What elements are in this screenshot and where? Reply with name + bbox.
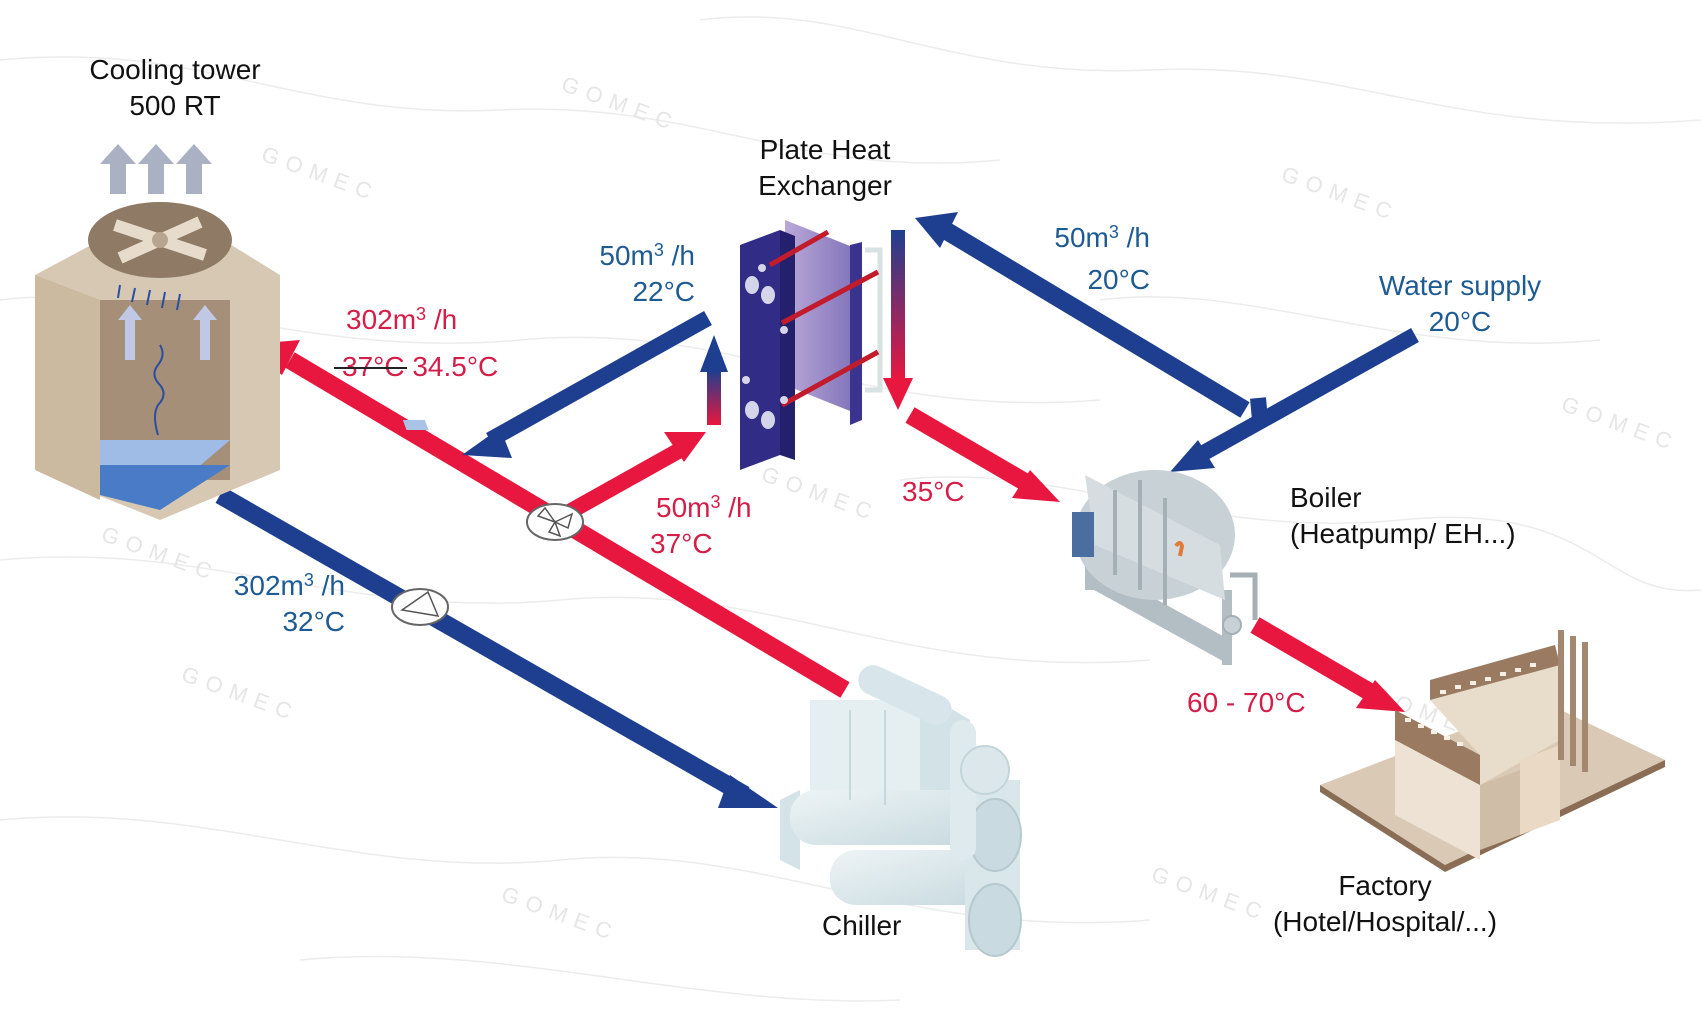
pump-hot-icon bbox=[526, 503, 584, 541]
to-factory-temp: 60 - 70°C bbox=[1187, 687, 1306, 718]
svg-text:GOMEC: GOMEC bbox=[1558, 391, 1682, 457]
chiller-label: Chiller bbox=[822, 910, 902, 941]
factory-illustration bbox=[1320, 630, 1665, 872]
cooling-tower-label: Cooling tower 500 RT bbox=[60, 52, 290, 124]
cold-supply-temp: 32°C bbox=[282, 606, 345, 637]
pipe-phe-cold-out bbox=[462, 311, 712, 458]
cold-supply-label: 302m3 /h 32°C bbox=[210, 568, 345, 640]
phe-hot-in-label: 50m3 /h 37°C bbox=[650, 490, 752, 562]
arrow-head-icon bbox=[915, 212, 958, 248]
phe-cold-out-temp: 22°C bbox=[632, 276, 695, 307]
boiler-subtitle: (Heatpump/ EH...) bbox=[1290, 518, 1516, 549]
phe-hot-in-flow: 50m3 /h bbox=[656, 492, 752, 523]
boiler-illustration bbox=[1072, 470, 1258, 665]
svg-text:GOMEC: GOMEC bbox=[498, 881, 622, 947]
preheated-temp: 35°C bbox=[902, 476, 965, 507]
cold-supply-flow: 302m3 /h bbox=[233, 570, 345, 601]
svg-text:GOMEC: GOMEC bbox=[1278, 161, 1402, 227]
boiler-label: Boiler (Heatpump/ EH...) bbox=[1290, 480, 1516, 552]
factory-label: Factory (Hotel/Hospital/...) bbox=[1240, 868, 1530, 940]
phe-label-line1: Plate Heat bbox=[759, 134, 891, 165]
pump-cold-icon bbox=[391, 588, 449, 626]
hot-return-temp-new: 34.5°C bbox=[412, 351, 499, 382]
phe-hot-in-temp: 37°C bbox=[650, 528, 713, 559]
plate-heat-exchanger-label: Plate Heat Exchanger bbox=[720, 132, 930, 204]
water-supply-temp: 20°C bbox=[1428, 306, 1492, 337]
hot-return-temp: 37°C 34.5°C bbox=[342, 349, 498, 385]
exhaust-arrows-icon bbox=[100, 144, 212, 194]
cooling-tower-illustration bbox=[35, 144, 429, 520]
pipe-preheated bbox=[905, 407, 1060, 502]
boiler-name: Boiler bbox=[1290, 482, 1362, 513]
chiller-illustration bbox=[780, 665, 1022, 957]
arrow-head-icon bbox=[1170, 440, 1215, 472]
phe-cold-out-label: 50m3 /h 22°C bbox=[560, 238, 695, 310]
arrow-head-icon bbox=[1356, 680, 1405, 712]
arrow-head-icon bbox=[462, 428, 512, 458]
svg-text:GOMEC: GOMEC bbox=[758, 461, 882, 527]
phe-water-in-flow: 50m3 /h bbox=[1054, 222, 1150, 253]
phe-water-in-temp: 20°C bbox=[1087, 264, 1150, 295]
water-supply-label: Water supply 20°C bbox=[1360, 268, 1560, 340]
hot-return-temp-old: 37°C bbox=[342, 351, 405, 382]
pipe-water-supply bbox=[1170, 328, 1419, 472]
cooling-tower-name: Cooling tower bbox=[89, 54, 261, 85]
arrow-head-icon bbox=[664, 432, 706, 462]
arrow-head-icon bbox=[718, 775, 778, 808]
pipe-to-factory bbox=[1250, 617, 1405, 712]
plate-heat-exchanger-illustration bbox=[740, 220, 883, 470]
phe-cold-out-flow: 50m3 /h bbox=[599, 240, 695, 271]
water-supply-name: Water supply bbox=[1378, 270, 1542, 301]
phe-label-line2: Exchanger bbox=[758, 170, 892, 201]
cooling-tower-capacity: 500 RT bbox=[129, 90, 221, 121]
factory-name: Factory bbox=[1338, 870, 1432, 901]
factory-subtitle: (Hotel/Hospital/...) bbox=[1272, 906, 1498, 937]
pipe-hot-to-phe bbox=[551, 335, 728, 527]
svg-text:GOMEC: GOMEC bbox=[178, 661, 302, 727]
pipe-phe-water-side bbox=[883, 212, 1250, 418]
arrow-head-icon bbox=[1012, 470, 1060, 502]
arrow-head-icon bbox=[700, 335, 728, 372]
pipe-cold-supply bbox=[215, 487, 778, 808]
hot-return-flow: 302m3 /h bbox=[346, 304, 458, 335]
arrow-head-icon bbox=[883, 378, 913, 410]
svg-text:GOMEC: GOMEC bbox=[558, 71, 682, 137]
svg-text:GOMEC: GOMEC bbox=[98, 521, 222, 587]
svg-text:GOMEC: GOMEC bbox=[258, 141, 382, 207]
phe-water-in-label: 50m3 /h 20°C bbox=[1010, 220, 1150, 298]
